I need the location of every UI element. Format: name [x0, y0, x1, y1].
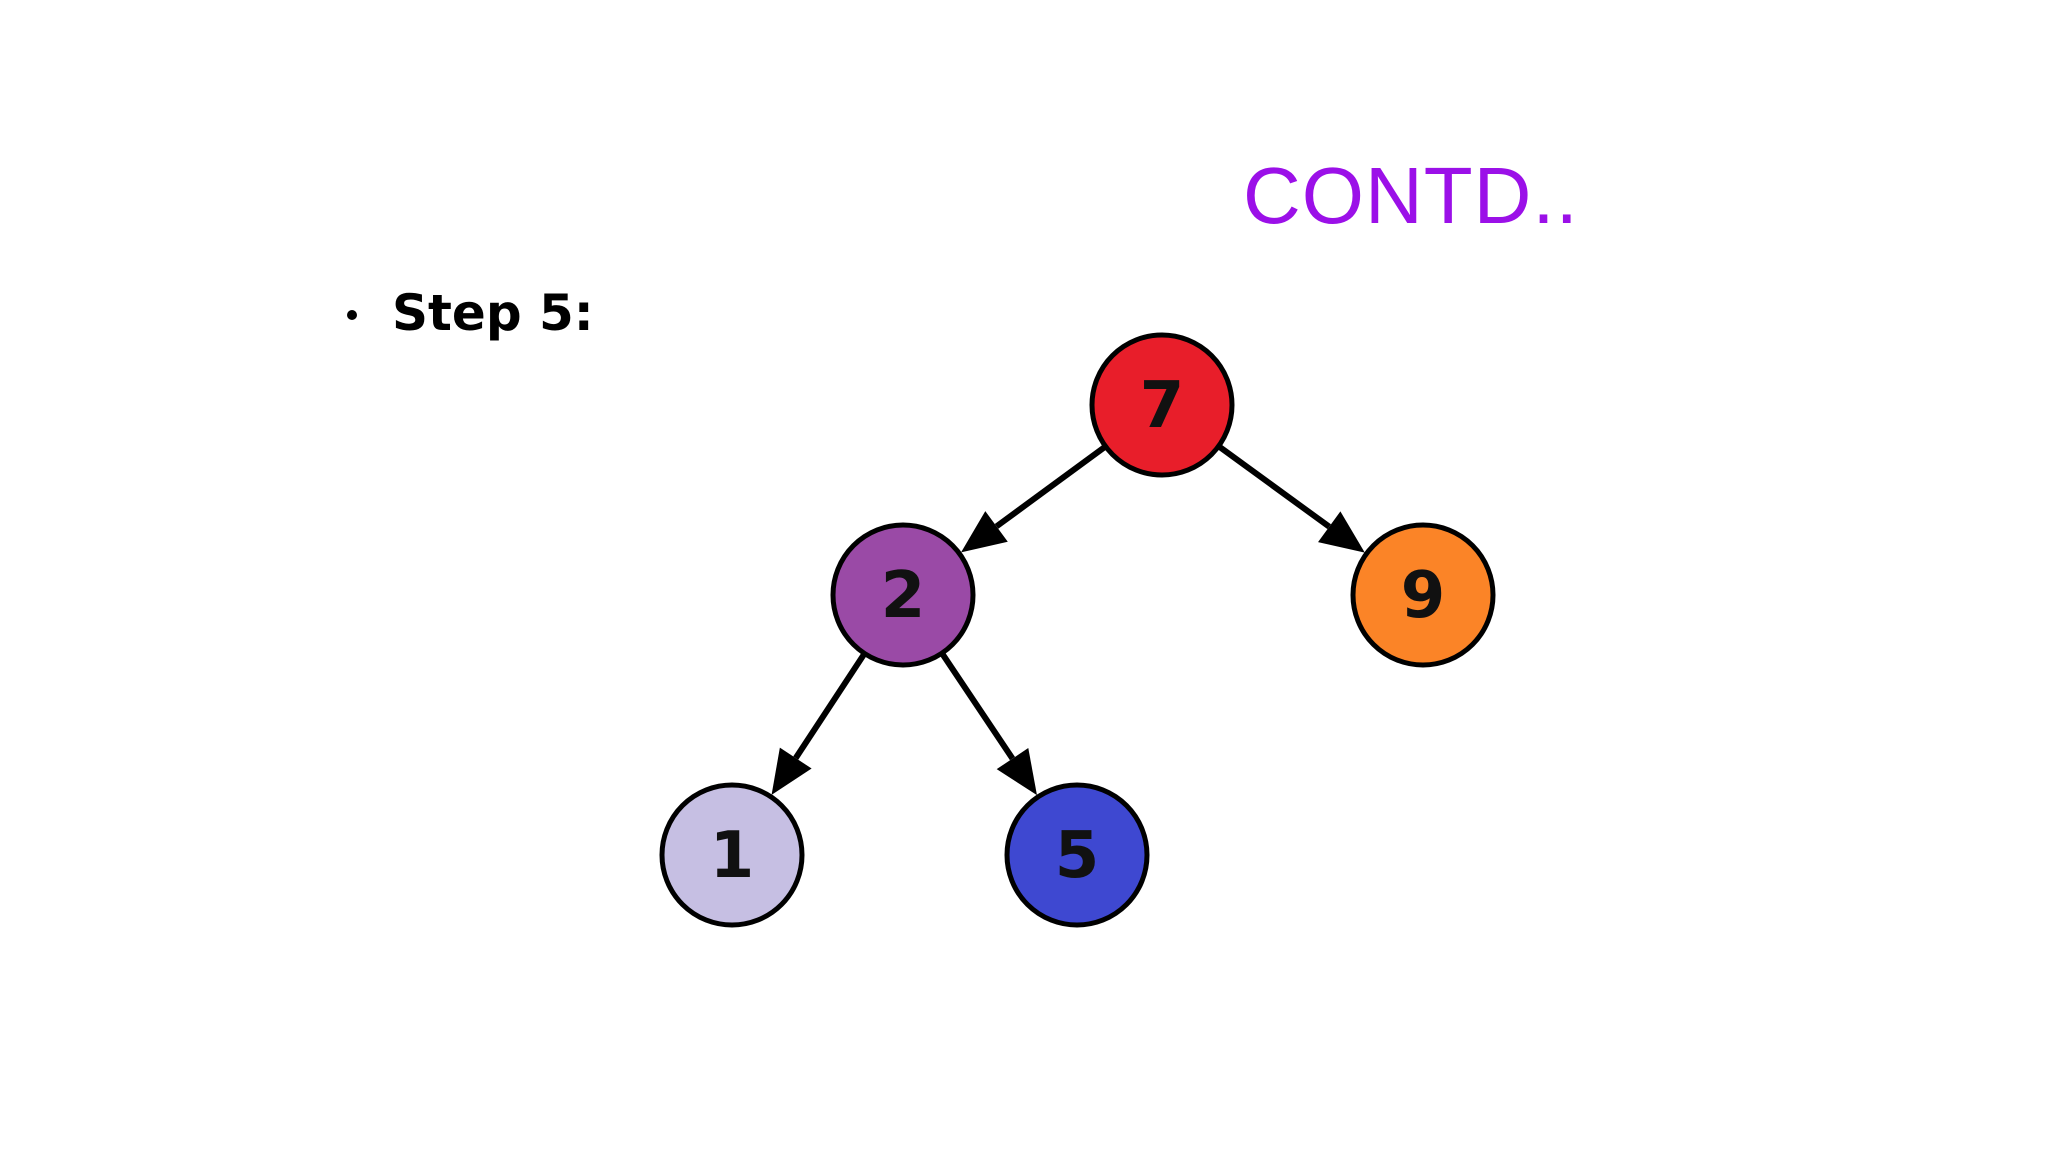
node-label: 1 [710, 819, 755, 893]
tree-nodes: 7 2 9 1 5 [659, 332, 1496, 928]
tree-node-5: 5 [1004, 782, 1150, 928]
edge-n7-n2 [994, 443, 1108, 529]
edge-n2-n5 [939, 651, 1015, 761]
node-circle [659, 782, 805, 928]
arrowhead-n2-n5 [996, 748, 1037, 796]
node-circle [830, 522, 976, 668]
node-circle [1089, 332, 1235, 478]
arrowhead-n7-n9 [1318, 511, 1365, 553]
bullet-item: Step 5: [347, 282, 594, 344]
arrowhead-n2-n1 [771, 747, 812, 795]
node-circle [1350, 522, 1496, 668]
node-label: 9 [1401, 559, 1446, 633]
node-label: 2 [881, 559, 926, 633]
bullet-text: Step 5: [392, 284, 594, 342]
node-label: 5 [1055, 819, 1100, 893]
node-circle [1004, 782, 1150, 928]
edge-n2-n1 [793, 651, 868, 760]
node-label: 7 [1140, 369, 1185, 443]
tree-edges [771, 443, 1365, 796]
arrowhead-n7-n2 [961, 511, 1008, 553]
slide-title: CONTD.. [1243, 151, 1579, 240]
bullet-dot-icon [347, 310, 357, 320]
tree-node-2: 2 [830, 522, 976, 668]
tree-node-7: 7 [1089, 332, 1235, 478]
edge-n7-n9 [1216, 443, 1331, 530]
tree-node-9: 9 [1350, 522, 1496, 668]
tree-node-1: 1 [659, 782, 805, 928]
